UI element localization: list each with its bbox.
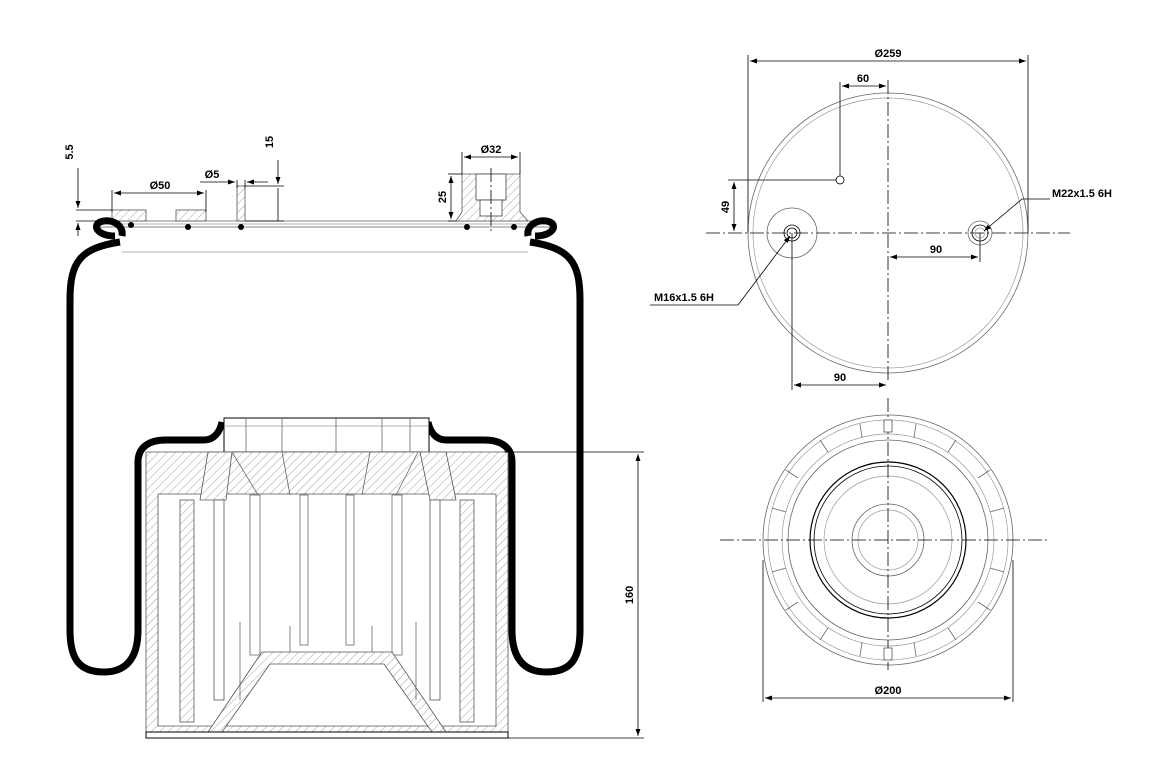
top-plate	[93, 168, 557, 240]
dim-piston-diameter: Ø200	[875, 685, 902, 697]
piston-section	[145, 417, 509, 739]
dim-left-offset: 90	[834, 372, 846, 384]
label-right-thread: M22x1.5 6H	[1052, 188, 1112, 200]
dim-piston-height: 160	[624, 586, 636, 604]
dim-pin-diameter: Ø5	[205, 169, 220, 181]
dim-hole-diameter: Ø50	[150, 180, 171, 192]
label-left-thread: M16x1.5 6H	[654, 292, 714, 304]
dim-vertical-offset: 49	[720, 201, 732, 213]
dim-outer-diameter: Ø259	[875, 48, 902, 60]
dim-offset-pin: 60	[857, 73, 869, 85]
dim-fitting-diameter: Ø32	[481, 144, 502, 156]
front-section-view: 5.5 Ø50 Ø5 15 Ø32	[64, 136, 644, 739]
dim-fitting-height: 25	[437, 191, 449, 203]
dim-plate-thickness: 5.5	[64, 144, 76, 159]
rib-pattern	[771, 419, 1005, 661]
air-bellow	[66, 238, 584, 676]
front-dimensions: 5.5 Ø50 Ø5 15 Ø32	[64, 136, 644, 739]
bottom-view: Ø200	[720, 398, 1048, 702]
top-view: Ø259 60 49 90 90 M22x1.5 6H M16x1.5 6H	[650, 48, 1112, 390]
dim-right-offset: 90	[930, 244, 942, 256]
dim-pin-height: 15	[264, 136, 276, 148]
